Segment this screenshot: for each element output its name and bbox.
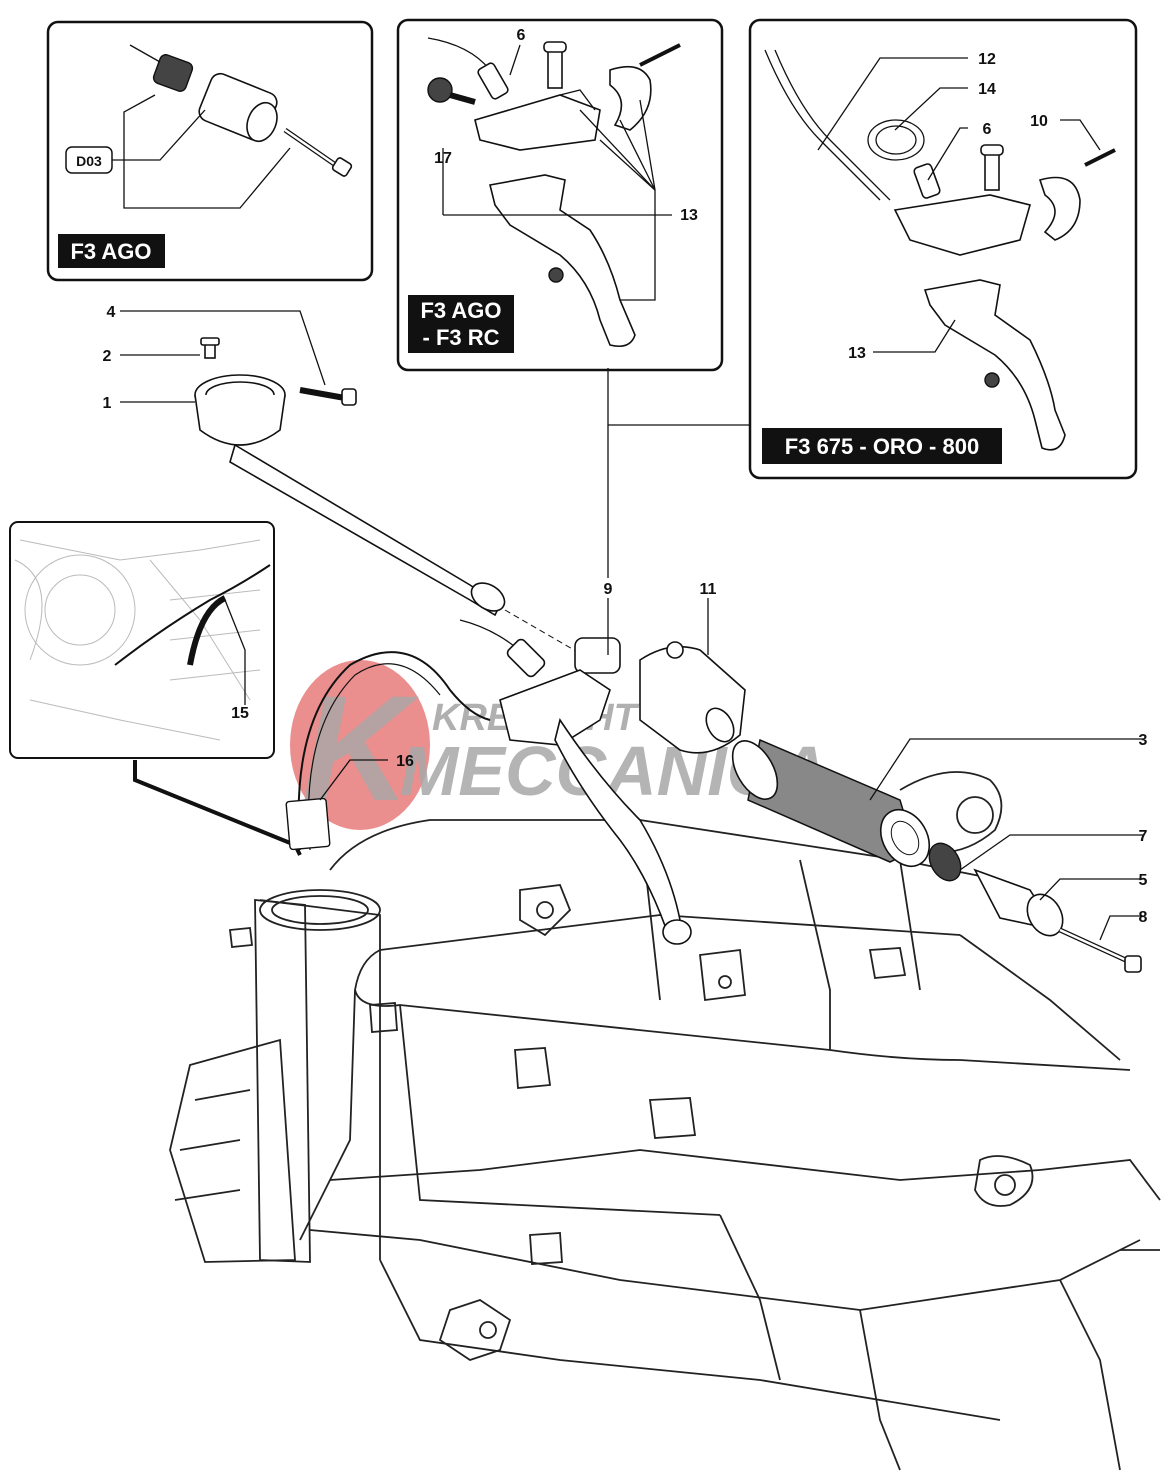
inset-engine-cable-routing (9, 521, 275, 759)
callout-13-oro: 13 (848, 345, 866, 362)
inset-tag-f3-rc: - F3 RC (423, 325, 500, 350)
callout-6-ago: 6 (517, 27, 526, 44)
callout-3: 3 (1139, 732, 1148, 749)
leader-lines (120, 310, 1143, 941)
clutch-lever-assembly (459, 619, 692, 945)
callout-7: 7 (1139, 828, 1148, 845)
inset-f3-ago-bar-end: D03 F3 AGO (46, 20, 374, 282)
inset-tag-f3-ago: F3 AGO (420, 298, 501, 323)
callout-16: 16 (396, 753, 414, 770)
callout-11: 11 (700, 581, 717, 598)
callout-13-ago: 13 (680, 207, 698, 224)
ref-badge (65, 146, 113, 174)
inset-tag-f3-ago: F3 AGO (70, 239, 151, 264)
inset-f3-ago-rc-lever: F3 AGO - F3 RC (396, 18, 724, 372)
callout-2: 2 (103, 348, 112, 365)
callout-10: 10 (1030, 113, 1048, 130)
callout-4: 4 (107, 304, 116, 321)
watermark-logo-circle (290, 660, 430, 830)
inset-tag-f3-675-oro-800: F3 675 - ORO - 800 (785, 434, 979, 459)
callout-numbers: 4 2 1 6 17 13 12 14 6 10 13 9 11 3 7 5 8… (103, 27, 1148, 926)
callout-1: 1 (103, 395, 112, 412)
callout-6-oro: 6 (983, 121, 992, 138)
switch-and-grip (639, 641, 1142, 973)
callout-14: 14 (978, 81, 996, 98)
callout-12: 12 (978, 51, 996, 68)
callout-5: 5 (1139, 872, 1148, 889)
clip-on-handlebar (194, 337, 601, 666)
callout-17: 17 (434, 150, 452, 167)
callout-8: 8 (1139, 909, 1148, 926)
ref-label-d03: D03 (76, 153, 102, 169)
frame-drawing (169, 771, 1161, 1471)
callout-15: 15 (231, 705, 249, 722)
callout-9: 9 (604, 581, 613, 598)
inset-f3-675-oro-800-lever: F3 675 - ORO - 800 (748, 18, 1138, 480)
